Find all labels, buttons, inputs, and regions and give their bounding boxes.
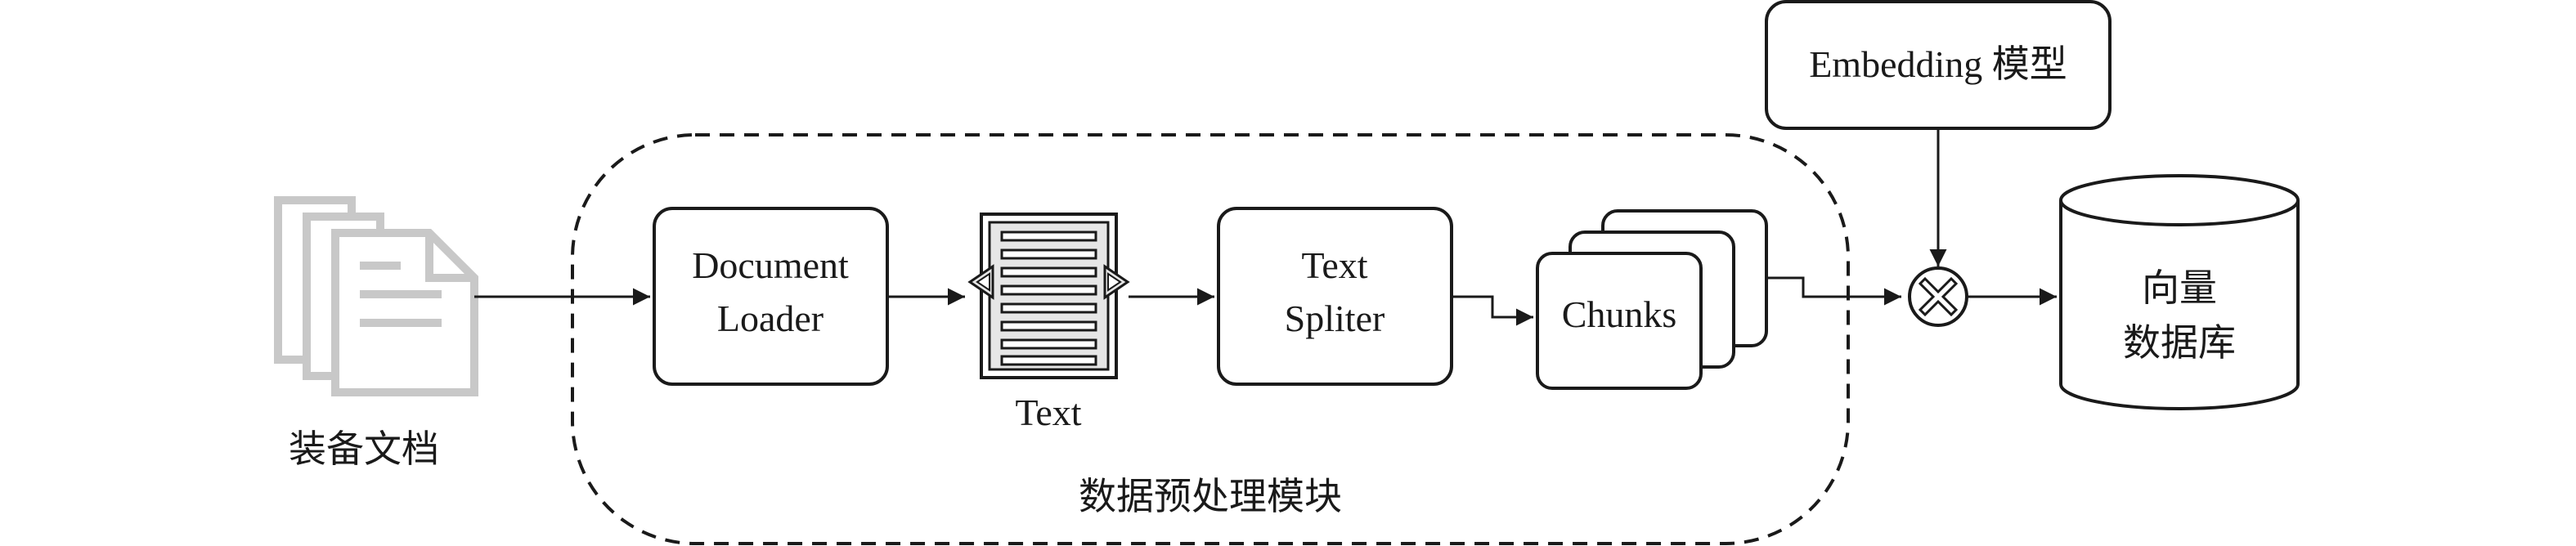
text-splitter-label-line1: Text [1301,244,1367,286]
document-loader-label-line2: Loader [717,298,824,339]
chunks-label: Chunks [1562,293,1677,335]
stacked-documents-icon [274,196,478,396]
edge-chunks-to-combine [1766,276,1901,306]
text-splitter-node: Text Spliter [1217,207,1453,386]
document-loader-node: Document Loader [653,207,889,386]
text-document-icon [967,213,1130,379]
chunks-node: Chunks [1536,209,1768,390]
vector-db-label-line2: 数据库 [2123,322,2236,364]
preprocessing-group-label: 数据预处理模块 [1079,476,1342,517]
vector-db-label-line1: 向量 [2142,267,2217,309]
cylinder-database-icon: 向量 数据库 [2059,174,2300,410]
source-documents-label: 装备文档 [289,428,439,470]
document-loader-label-line1: Document [692,244,849,286]
edge-splitter-to-chunks [1452,295,1533,326]
text-splitter-label-line2: Spliter [1285,298,1385,339]
circled-x-icon [1908,266,1968,327]
embedding-model-label: Embedding 模型 [1809,43,2067,85]
embedding-model-node: Embedding 模型 [1765,0,2112,130]
text-label: Text [1015,392,1081,433]
preprocessing-group-boundary [571,133,1850,545]
